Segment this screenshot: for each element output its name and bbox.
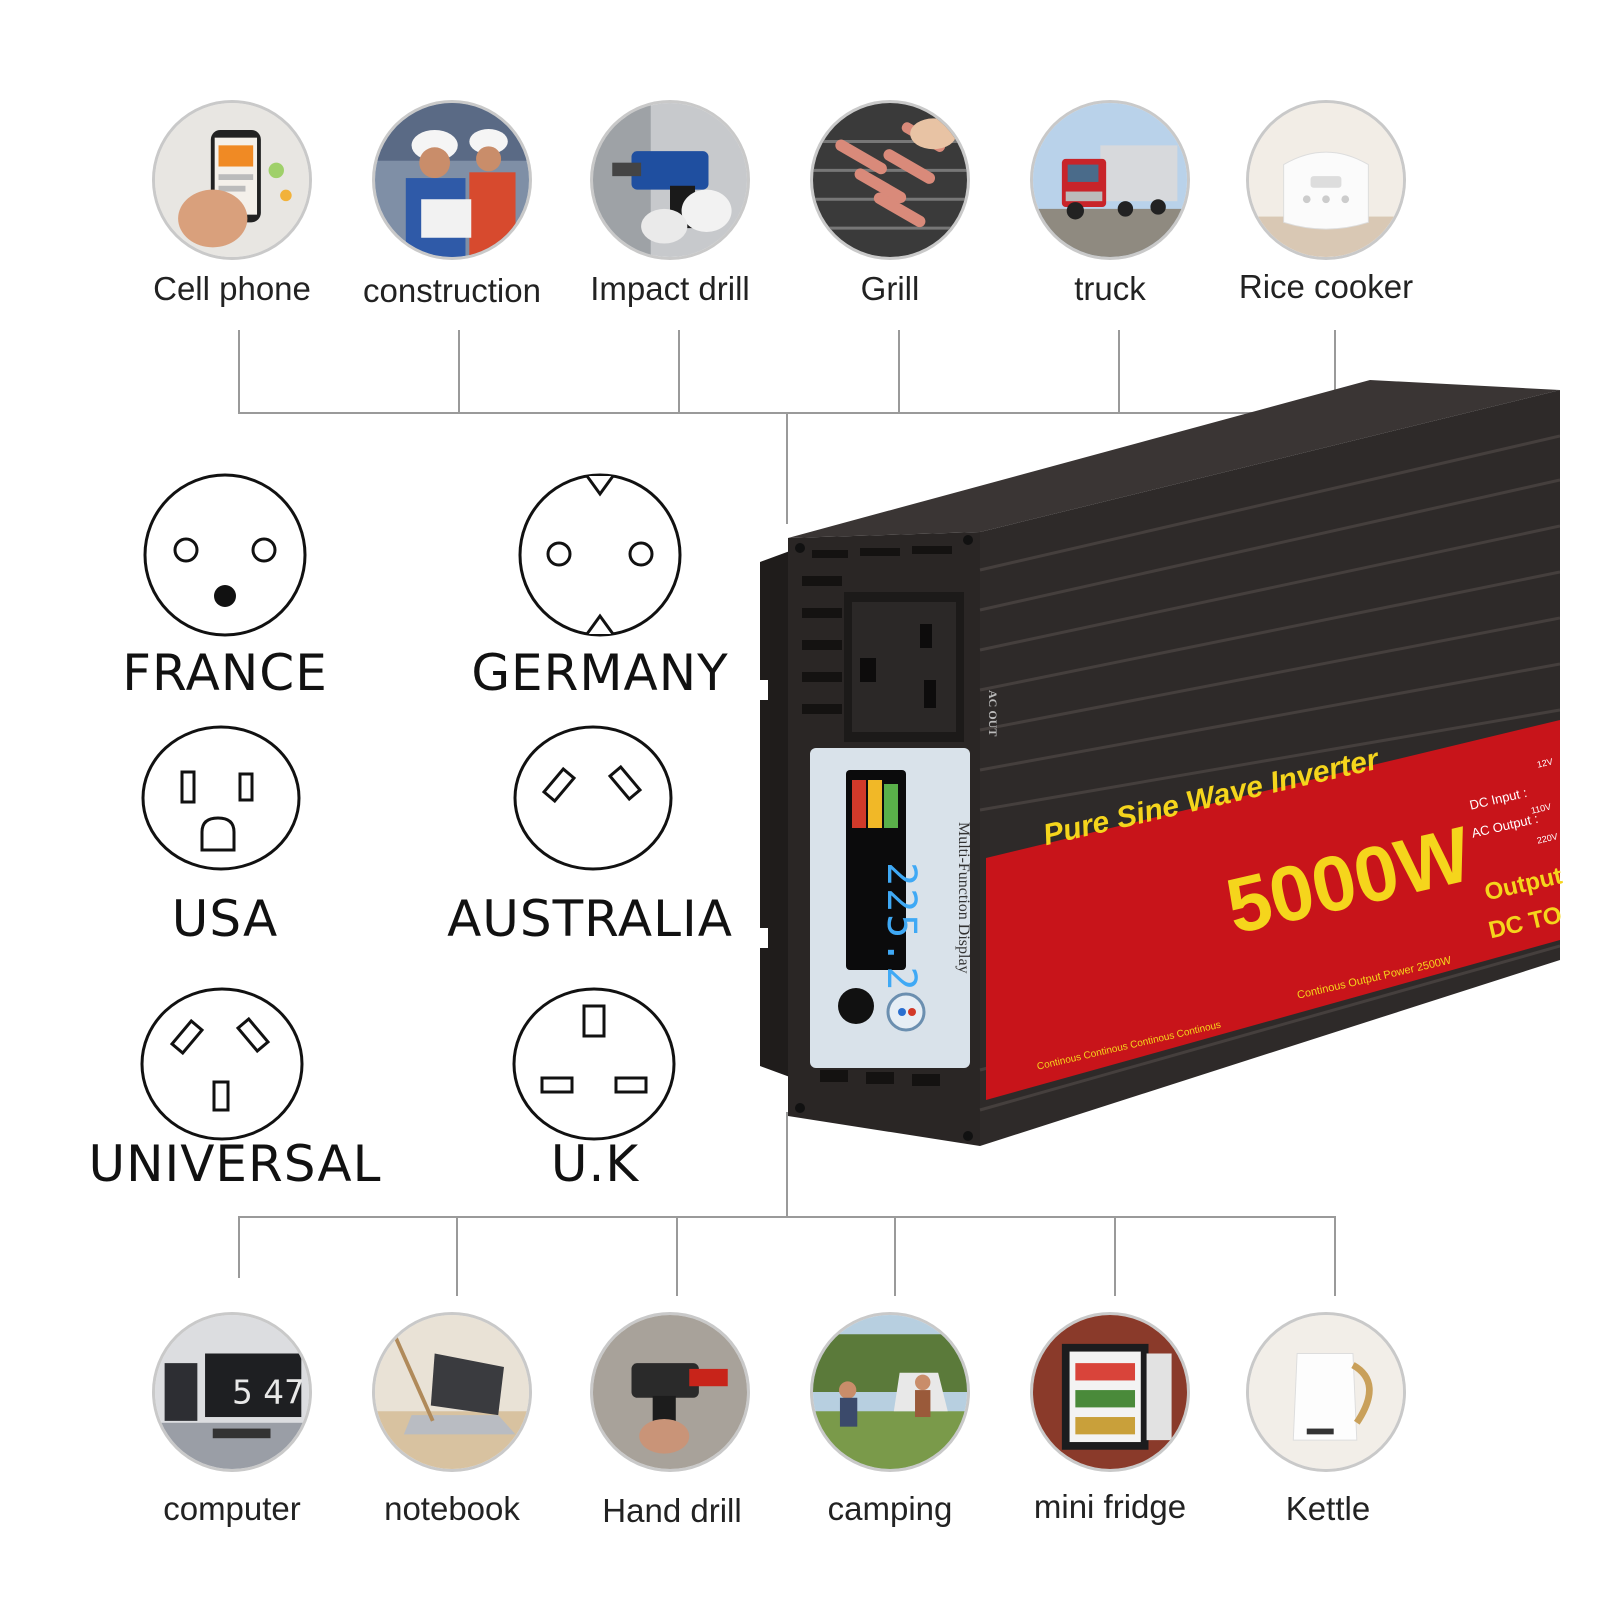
country-label-usa: USA xyxy=(171,890,279,948)
display-reading: 225.2 xyxy=(878,862,924,993)
app-label-truck: truck xyxy=(1074,270,1146,307)
impact-drill-photo xyxy=(590,100,750,260)
france-socket-icon xyxy=(143,473,307,637)
display-title: Multi-Function Display xyxy=(955,822,972,974)
mini-fridge-photo xyxy=(1030,1312,1190,1472)
inverter-product-image xyxy=(754,380,1560,1146)
germany-socket-icon xyxy=(518,473,682,637)
hand-drill-photo xyxy=(590,1312,750,1472)
universal-socket-icon xyxy=(140,987,304,1141)
construction-photo xyxy=(372,100,532,260)
notebook-photo xyxy=(372,1312,532,1472)
inverter-ac-out-label: AC OUT xyxy=(986,690,1000,737)
camping-photo xyxy=(810,1312,970,1472)
app-label-camping: camping xyxy=(827,1490,953,1527)
app-label-notebook: notebook xyxy=(384,1490,520,1527)
australia-socket-icon xyxy=(513,725,673,871)
cell-phone-photo xyxy=(152,100,312,260)
app-label-cell-phone: Cell phone xyxy=(153,270,311,307)
rice-cooker-photo xyxy=(1246,100,1406,260)
app-label-hand-drill: Hand drill xyxy=(602,1492,742,1529)
app-label-kettle: Kettle xyxy=(1285,1490,1371,1527)
computer-clock: 5 47 xyxy=(232,1374,305,1412)
country-label-universal: UNIVERSAL xyxy=(88,1135,382,1193)
uk-socket-icon xyxy=(512,987,676,1141)
app-label-computer: computer xyxy=(163,1490,301,1527)
app-label-mini-fridge: mini fridge xyxy=(1033,1488,1187,1525)
country-label-france: FRANCE xyxy=(122,644,328,702)
app-label-grill: Grill xyxy=(860,270,920,307)
app-label-construction: construction xyxy=(363,272,541,309)
app-label-rice-cooker: Rice cooker xyxy=(1238,268,1414,305)
country-label-germany: GERMANY xyxy=(471,644,729,702)
usa-socket-icon xyxy=(141,725,301,871)
grill-photo xyxy=(810,100,970,260)
country-label-australia: AUSTRALIA xyxy=(447,890,733,948)
truck-photo xyxy=(1030,100,1190,260)
app-label-impact-drill: Impact drill xyxy=(590,270,750,307)
country-label-uk: U.K xyxy=(550,1135,640,1193)
computer-photo: 5 47 xyxy=(152,1312,312,1472)
kettle-photo xyxy=(1246,1312,1406,1472)
